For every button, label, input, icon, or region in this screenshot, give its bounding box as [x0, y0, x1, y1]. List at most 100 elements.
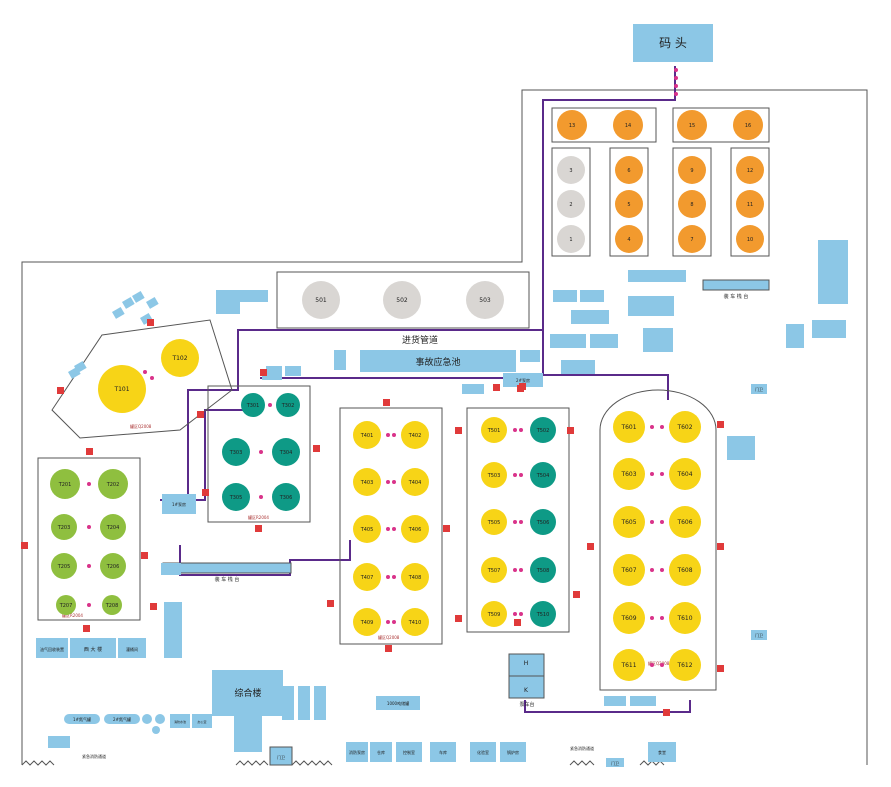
tank-T404[interactable]	[401, 468, 429, 496]
tank-T204[interactable]	[100, 514, 126, 540]
tank-11[interactable]	[736, 190, 764, 218]
tank-14[interactable]	[613, 110, 643, 140]
building-b8-26[interactable]	[216, 290, 240, 314]
tank-16[interactable]	[733, 110, 763, 140]
building-b4-3[interactable]	[285, 366, 301, 376]
building-b13[interactable]	[396, 742, 422, 762]
tank-T401[interactable]	[353, 421, 381, 449]
loading-pump-loading_1[interactable]	[162, 494, 196, 514]
tank-T402[interactable]	[401, 421, 429, 449]
building-b16[interactable]	[500, 742, 526, 762]
building-b9-27[interactable]	[262, 370, 282, 380]
tank-T203[interactable]	[51, 514, 77, 540]
truck-platform-1[interactable]	[162, 562, 292, 574]
tank-T504[interactable]	[530, 462, 556, 488]
tank-T405[interactable]	[353, 515, 381, 543]
tank-T407[interactable]	[353, 563, 381, 591]
building-b10-9[interactable]	[590, 334, 618, 348]
building-b11[interactable]	[346, 742, 368, 762]
building-b24-16[interactable]	[727, 436, 755, 460]
building-b17[interactable]	[648, 742, 676, 762]
building-b14[interactable]	[430, 742, 456, 762]
tank-T408[interactable]	[401, 563, 429, 591]
building-b26-18[interactable]	[520, 350, 540, 362]
tank-T208[interactable]	[102, 595, 122, 615]
building-b15[interactable]	[470, 742, 496, 762]
tank-T303[interactable]	[222, 438, 250, 466]
gate-east-2[interactable]	[751, 630, 767, 640]
tank-10[interactable]	[736, 225, 764, 253]
building-b12[interactable]	[370, 742, 392, 762]
tank-T501[interactable]	[481, 417, 507, 443]
building-drum-room[interactable]	[118, 638, 146, 658]
tank-9[interactable]	[678, 156, 706, 184]
building-b2-1[interactable]	[240, 290, 268, 302]
building-b20-12[interactable]	[643, 328, 673, 352]
building-b7-25[interactable]	[48, 736, 70, 748]
tank-8[interactable]	[678, 190, 706, 218]
building-b29[interactable]	[170, 714, 190, 728]
pit-1000[interactable]	[376, 696, 420, 710]
tank-T301[interactable]	[241, 393, 265, 417]
tank-T510[interactable]	[530, 601, 556, 627]
tank-T201[interactable]	[50, 469, 80, 499]
office-building[interactable]	[212, 670, 283, 752]
tank-T505[interactable]	[481, 509, 507, 535]
tank-T206[interactable]	[100, 553, 126, 579]
tank-T509[interactable]	[481, 601, 507, 627]
gas-tank-2[interactable]	[104, 714, 140, 724]
tank-7[interactable]	[678, 225, 706, 253]
tank-T304[interactable]	[272, 438, 300, 466]
tank-T410[interactable]	[401, 608, 429, 636]
tank-T403[interactable]	[353, 468, 381, 496]
tank-4[interactable]	[615, 225, 643, 253]
loading-pump-loading_2[interactable]	[503, 373, 543, 387]
building-b5-4[interactable]	[334, 350, 346, 370]
gate-southeast[interactable]	[606, 758, 624, 767]
tank-T101[interactable]	[98, 365, 146, 413]
tank-T205[interactable]	[51, 553, 77, 579]
tank-T507[interactable]	[481, 557, 507, 583]
building-b10-28[interactable]	[164, 602, 182, 658]
building-oil-recovery[interactable]	[36, 638, 68, 658]
building-b30[interactable]	[192, 714, 212, 728]
building-b9-8[interactable]	[550, 334, 586, 348]
building-b15-29[interactable]	[161, 563, 181, 575]
tank-T306[interactable]	[272, 483, 300, 511]
tank-12[interactable]	[736, 156, 764, 184]
tank-T607[interactable]	[613, 554, 645, 586]
tank-1[interactable]	[557, 225, 585, 253]
tank-T502[interactable]	[530, 417, 556, 443]
tank-T606[interactable]	[669, 506, 701, 538]
building-b22-14[interactable]	[786, 324, 804, 348]
tank-5[interactable]	[615, 190, 643, 218]
tank-501[interactable]	[302, 281, 340, 319]
tank-T610[interactable]	[669, 602, 701, 634]
building-b25-17[interactable]	[561, 360, 595, 374]
building-b18-10[interactable]	[628, 270, 686, 282]
truck-platform-2[interactable]	[702, 279, 770, 291]
tank-T602[interactable]	[669, 411, 701, 443]
tank-502[interactable]	[383, 281, 421, 319]
tank-T604[interactable]	[669, 458, 701, 490]
building-b6-5[interactable]	[553, 290, 577, 302]
tank-T207[interactable]	[56, 595, 76, 615]
tank-T605[interactable]	[613, 506, 645, 538]
building-b8-7[interactable]	[571, 310, 609, 324]
tank-13[interactable]	[557, 110, 587, 140]
tank-T302[interactable]	[276, 393, 300, 417]
dock-building[interactable]	[633, 24, 713, 62]
tank-15[interactable]	[677, 110, 707, 140]
building-b21-13[interactable]	[818, 240, 848, 304]
building-b19-11[interactable]	[628, 296, 674, 316]
tank-T603[interactable]	[613, 458, 645, 490]
tank-T102[interactable]	[161, 339, 199, 377]
tank-3[interactable]	[557, 156, 585, 184]
tank-T508[interactable]	[530, 557, 556, 583]
tank-T506[interactable]	[530, 509, 556, 535]
building-b2-20[interactable]	[604, 696, 626, 706]
tank-T609[interactable]	[613, 602, 645, 634]
building-b6-24[interactable]	[314, 686, 326, 720]
gate-east-1[interactable]	[751, 384, 767, 394]
tank-T611[interactable]	[613, 649, 645, 681]
